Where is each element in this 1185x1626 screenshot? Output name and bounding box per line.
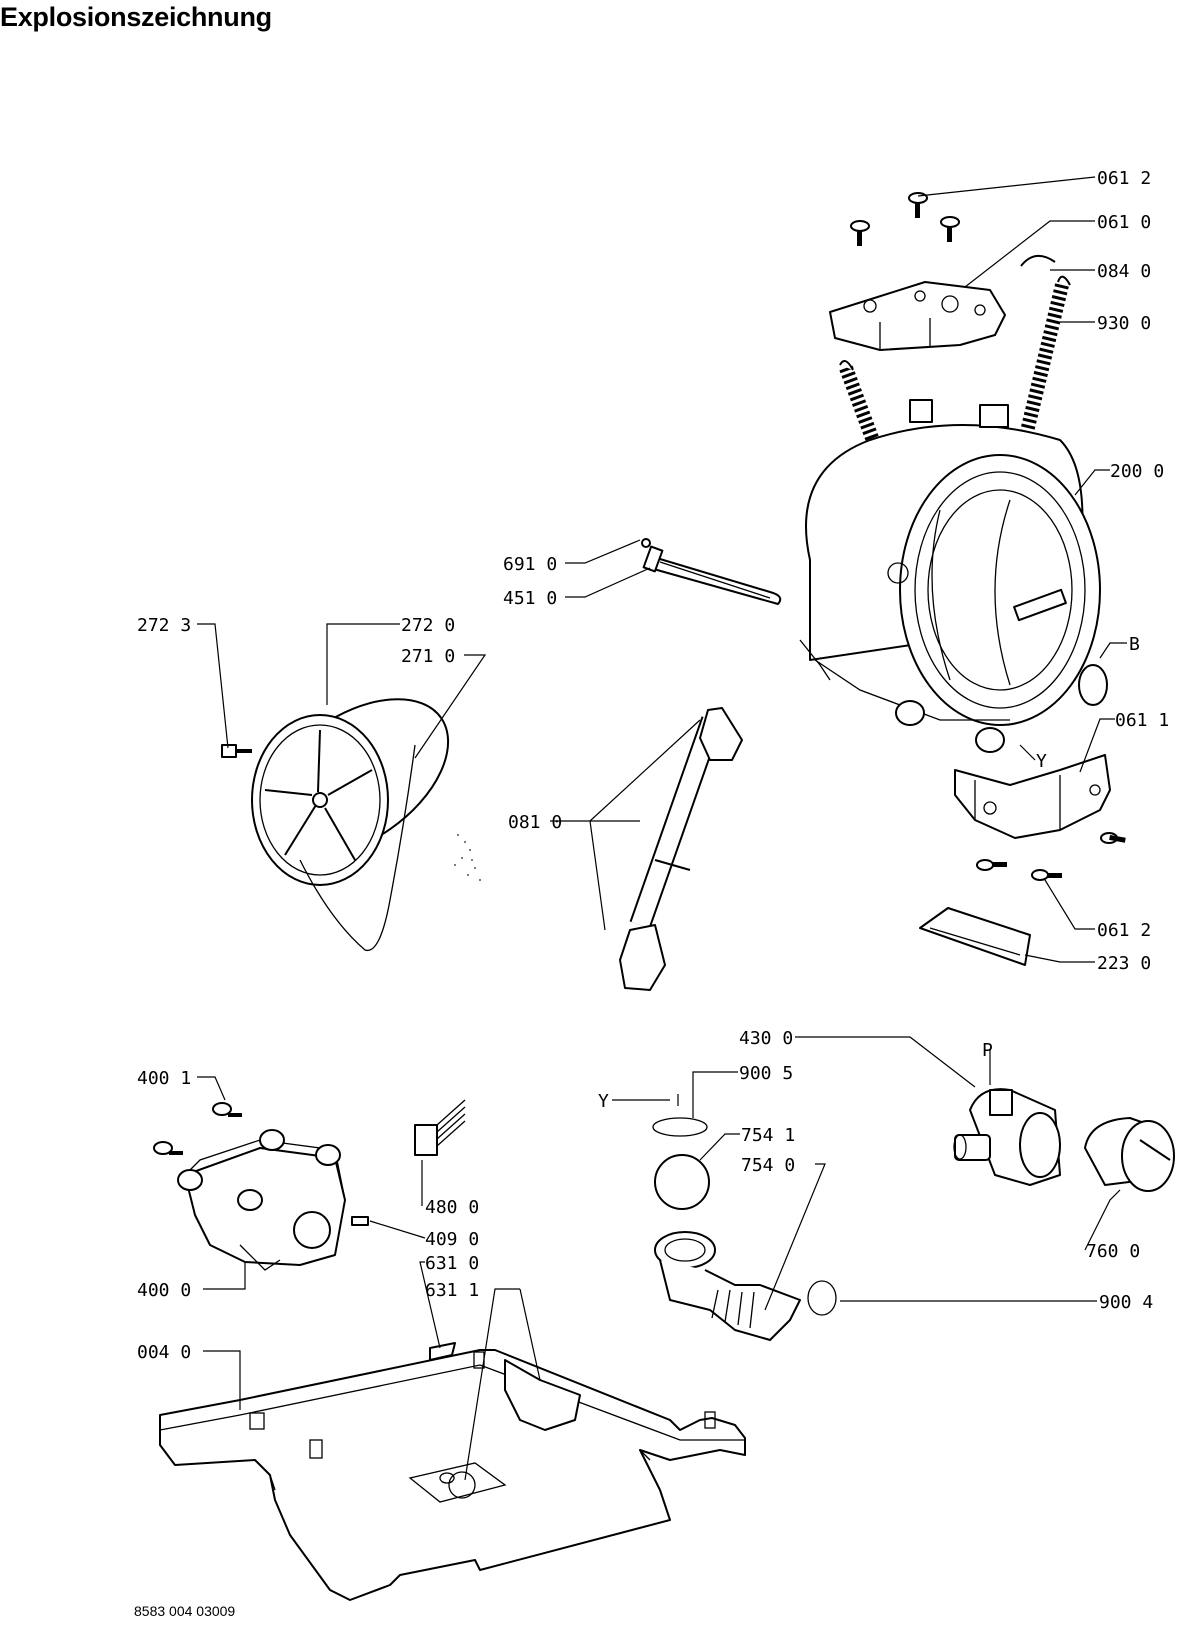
sump-hose-part [654,1231,801,1341]
label-930-0: 930 0 [1097,313,1151,334]
pulley-part [251,698,450,886]
label-Y-tub: Y [1036,751,1047,772]
counterweight-top-part [829,281,1006,351]
label-631-1: 631 1 [425,1280,479,1301]
spring-part [839,275,1071,503]
label-409-0: 409 0 [425,1229,479,1250]
label-Y-ring: Y [598,1091,609,1112]
label-272-0: 272 0 [401,615,455,636]
label-P: P [982,1040,993,1061]
seal-part [919,907,1031,966]
label-061-2-top: 061 2 [1097,168,1151,189]
label-631-0: 631 0 [425,1253,479,1274]
shock-absorber-part [619,707,743,991]
heater-part [641,538,782,605]
screw-part [850,192,960,246]
label-200-0: 200 0 [1110,461,1164,482]
clamp-part [807,1280,837,1316]
label-061-1: 061 1 [1115,710,1169,731]
screw-part [153,1102,242,1155]
label-691-0: 691 0 [503,554,557,575]
label-061-2-bottom: 061 2 [1097,920,1151,941]
label-271-0: 271 0 [401,646,455,667]
ring-part [652,1117,708,1137]
belt-part [299,744,416,952]
hose-clip-part [1020,255,1056,267]
screw-part [976,832,1126,881]
pump-part [953,1088,1061,1186]
page-title: Explosionszeichnung [0,2,272,32]
clip-part [351,1216,369,1226]
motor-part [177,1129,346,1271]
debris-dots [454,834,481,881]
label-400-0: 400 0 [137,1280,191,1301]
document-number: 8583 004 03009 [134,1603,236,1619]
label-223-0: 223 0 [1097,953,1151,974]
counterweight-bottom-part [954,754,1111,839]
connector-part [414,1099,466,1156]
label-480-0: 480 0 [425,1197,479,1218]
label-081-0: 081 0 [508,812,562,833]
label-900-4: 900 4 [1099,1292,1153,1313]
label-400-1: 400 1 [137,1068,191,1089]
filter-part [1084,1117,1175,1192]
base-plate-part [159,1342,746,1601]
label-430-0: 430 0 [739,1028,793,1049]
label-B: B [1129,634,1140,655]
label-754-1: 754 1 [741,1125,795,1146]
label-760-0: 760 0 [1086,1241,1140,1262]
part-labels: 061 2 061 0 084 0 930 0 200 0 691 0 451 … [137,168,1169,1363]
ball-part [654,1154,710,1210]
label-004-0: 004 0 [137,1342,191,1363]
tub-part [799,399,1108,753]
label-900-5: 900 5 [739,1063,793,1084]
label-451-0: 451 0 [503,588,557,609]
leader-lines [197,176,1127,1481]
bolt-part [221,744,252,758]
label-084-0: 084 0 [1097,261,1151,282]
label-272-3: 272 3 [137,615,191,636]
label-061-0: 061 0 [1097,212,1151,233]
label-754-0: 754 0 [741,1155,795,1176]
